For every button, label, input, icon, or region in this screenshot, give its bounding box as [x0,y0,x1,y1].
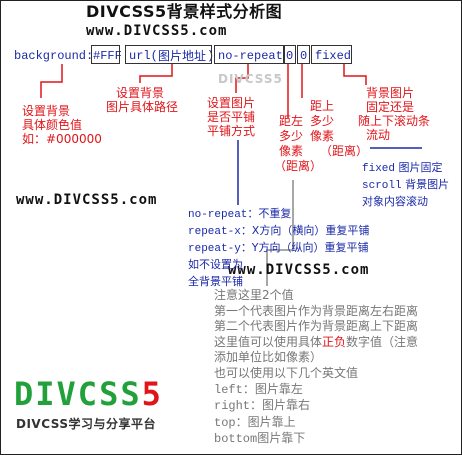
watermark-right: www.DIVCSS5.com [228,262,370,278]
watermark-faint: DIVCSS5 [218,72,283,86]
code-pos-y: 0 [300,49,308,63]
repeat-note-none: no-repeat：不重复 [188,207,292,221]
position-note-right: right：图片靠右 [214,398,311,414]
position-note-bottom: bottom图片靠下 [214,431,306,447]
connector-color [40,64,63,98]
repeat-note-y: repeat-y：Y方向（纵向）重复平铺 [188,241,369,255]
watermark-left: www.DIVCSS5.com [16,192,158,208]
repeat-note-x: repeat-x：X方向（横向）重复平铺 [188,224,370,238]
attach-note-fixed: fixed 图片固定 [362,161,443,175]
code-url-open: url( [129,49,158,63]
position-note-top: top：图片靠上 [214,414,296,430]
divcss5-logo: DIVCSS5 [14,375,163,413]
attach-note-scroll-cont: 对象内容滚动 [362,195,428,208]
connector-attach [343,64,367,85]
code-attach: fixed [315,49,352,63]
code-color: #FFF [93,49,122,63]
watermark-top: www.DIVCSS5.com [86,23,228,39]
position-note-left: left：图片靠左 [214,381,303,397]
box-attach [311,45,352,64]
box-color [91,45,120,64]
connector-position-notes [266,180,294,286]
connector-repeat [235,64,249,93]
box-url [125,45,212,64]
position-notes: 注意这里2个值 第一个代表图片作为背景距离左右距离 第二个代表图片作为背景距离上… [214,288,419,447]
repeat-note-default-2: 全背景平铺 [188,275,243,288]
position-note-signed: 这里值可以使用具体正负数字值（注意 [214,334,419,349]
code-prop: background: [14,49,94,63]
box-repeat [214,45,285,64]
note-repeat: 设置图片 是否平铺 平铺方式 [207,96,256,138]
code-pos-x: 0 [286,49,294,63]
note-color: 设置背景 具体颜色值 如：#000000 [22,104,102,146]
code-repeat: no-repeat [218,49,283,63]
repeat-note-default-1: 如不设置为 [188,258,243,271]
note-attach: 背景图片 固定还是 随上下滚动条 流动 [358,86,431,142]
box-pos-x [283,45,296,64]
note-url: 设置背景 图片具体路径 [106,86,179,114]
box-pos-y [297,45,310,64]
attach-note-scroll: scroll 背景图片 [362,178,450,192]
logo-subtitle: DIVCSS学习与分享平台 [16,417,156,431]
diagram-title: DIVCSS5背景样式分析图 [86,2,283,21]
code-url-close: ) [207,49,215,63]
connector-url [139,64,173,83]
code-url-path: 图片地址 [158,49,207,63]
attach-notes: fixed 图片固定 scroll 背景图片 对象内容滚动 [362,160,449,211]
repeat-notes: no-repeat：不重复 repeat-x：X方向（横向）重复平铺 repea… [188,206,369,291]
note-pos-x: 距左 多少 像素 （距离） [274,114,323,173]
note-pos-y: 距上 多少 像素 （距离） [310,99,369,158]
